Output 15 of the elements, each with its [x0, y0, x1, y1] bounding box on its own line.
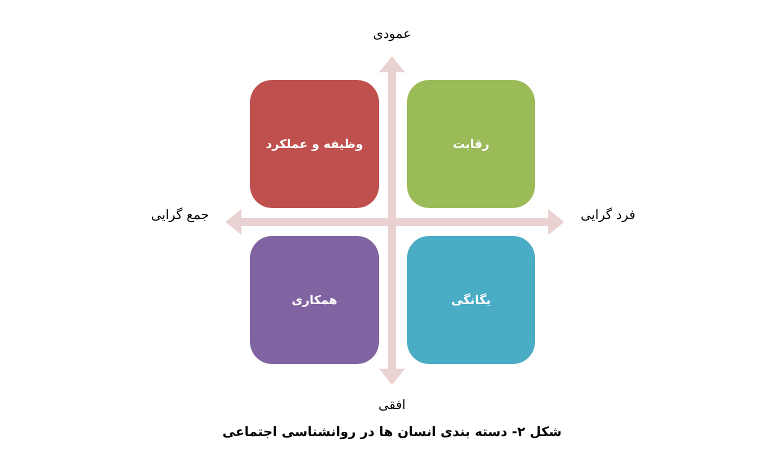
double-arrow: [379, 56, 405, 385]
category-box: [407, 236, 535, 364]
axis-label: عمودی: [373, 27, 411, 43]
axis-label: افقی: [378, 398, 406, 414]
category-label: همکاری: [292, 293, 338, 307]
axis-label: فرد گرایی: [580, 208, 636, 224]
double-arrow: [226, 209, 564, 235]
category-box: [407, 80, 535, 208]
category-box: [250, 80, 379, 208]
category-box: [250, 236, 379, 364]
category-label: یگانگی: [451, 293, 491, 307]
category-label: وظیفه و عملکرد: [266, 137, 364, 151]
caption: شکل ۲- دسته بندی انسان ها در روانشناسی اجتماعی: [222, 425, 562, 441]
axis-label: جمع گرایی: [150, 208, 210, 224]
category-label: رقابت: [452, 137, 490, 151]
